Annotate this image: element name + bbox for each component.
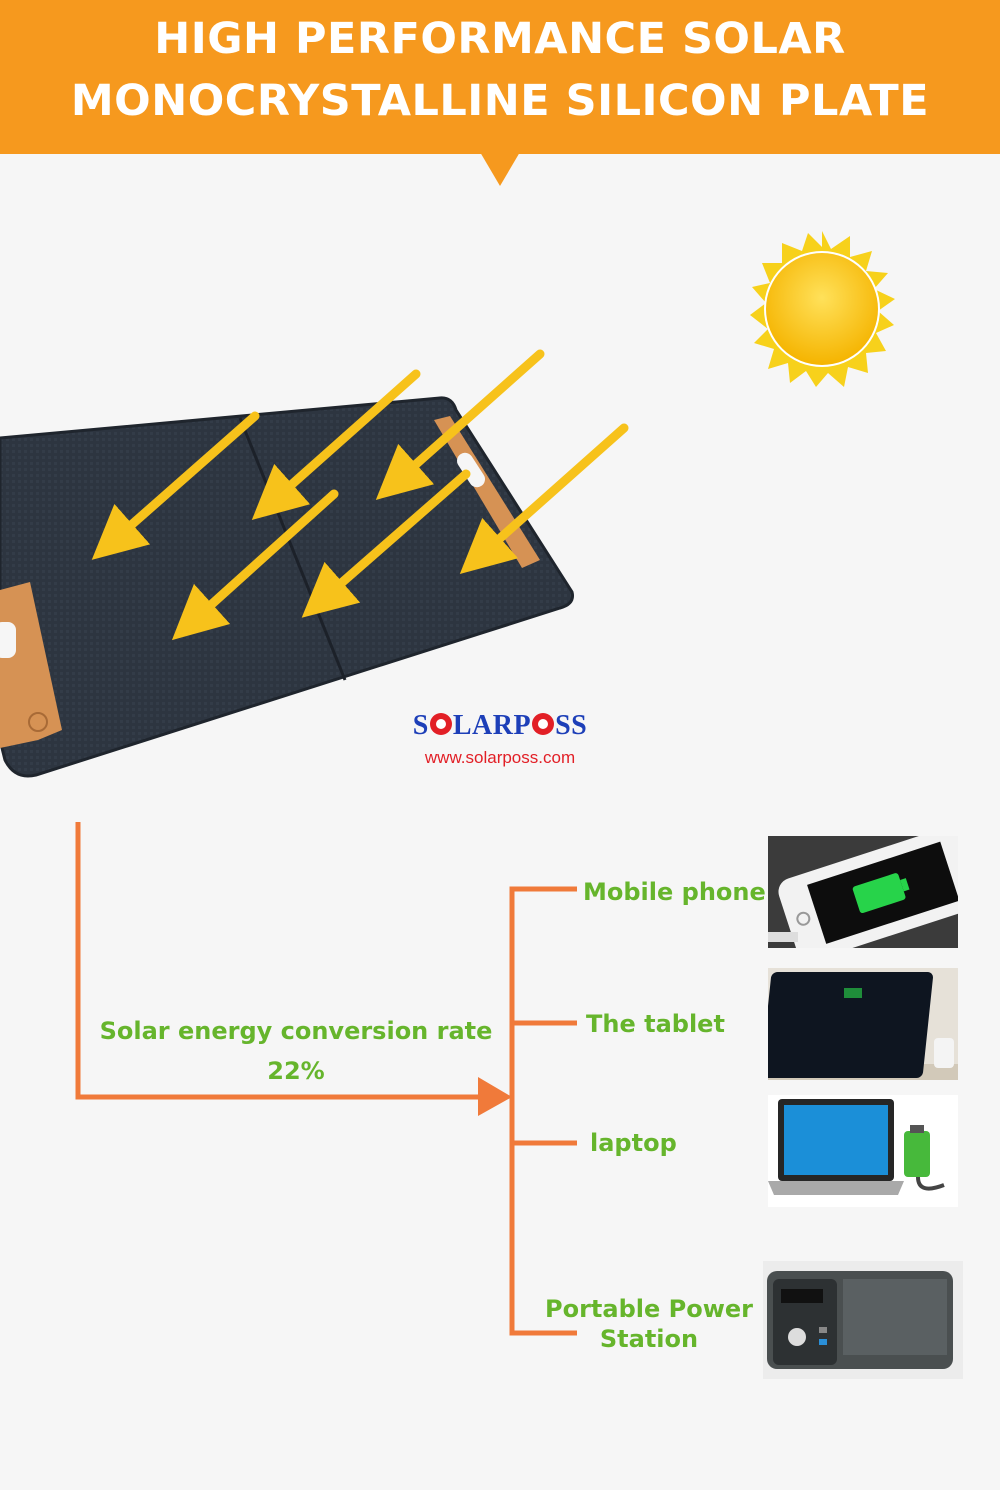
phone-charging-icon (768, 836, 958, 948)
flow-arrowhead (478, 1077, 512, 1116)
title-line-1: HIGH PERFORMANCE SOLAR (154, 14, 846, 64)
output-label-tablet: The tablet (586, 1010, 725, 1038)
sun-icon (750, 231, 895, 387)
laptop-battery-icon (768, 1095, 958, 1207)
connector-lines (75, 822, 577, 1336)
header-banner: HIGH PERFORMANCE SOLAR MONOCRYSTALLINE S… (0, 0, 1000, 154)
output-label-power-station: Portable Power Station (545, 1295, 753, 1353)
title-line-2: MONOCRYSTALLINE SILICON PLATE (70, 76, 930, 126)
tablet-icon (768, 968, 958, 1080)
output-label-mobile-phone: Mobile phone (583, 878, 766, 906)
brand-pin-icon (532, 713, 555, 735)
power-station-icon (763, 1261, 963, 1379)
brand-url: www.solarposs.com (424, 748, 576, 767)
header-pointer (480, 152, 520, 186)
output-label-laptop: laptop (590, 1129, 677, 1157)
brand-sun-icon (429, 713, 452, 735)
conversion-rate-value: 22% (267, 1057, 325, 1085)
sunlight-arrows (91, 349, 629, 641)
conversion-rate-label: Solar energy conversion rate (99, 1017, 493, 1045)
